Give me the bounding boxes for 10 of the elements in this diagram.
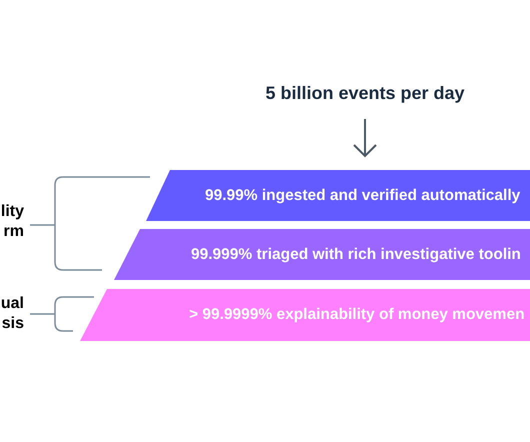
tier-label: > 99.9999% explainability of money movemen: [189, 305, 525, 325]
down-arrow: [353, 119, 377, 157]
tier-label: 99.999% triaged with rich investigative toolin: [191, 244, 521, 264]
volume-heading: 5 billion events per day: [265, 81, 465, 105]
pyramid-tier: [114, 229, 530, 280]
group-label: ual sis: [0, 294, 24, 334]
pyramid-tier: [146, 170, 530, 221]
pyramid-tier: [80, 289, 530, 341]
group-label: lity rm: [0, 202, 24, 242]
tier-label: 99.99% ingested and verified automatically: [205, 186, 520, 206]
